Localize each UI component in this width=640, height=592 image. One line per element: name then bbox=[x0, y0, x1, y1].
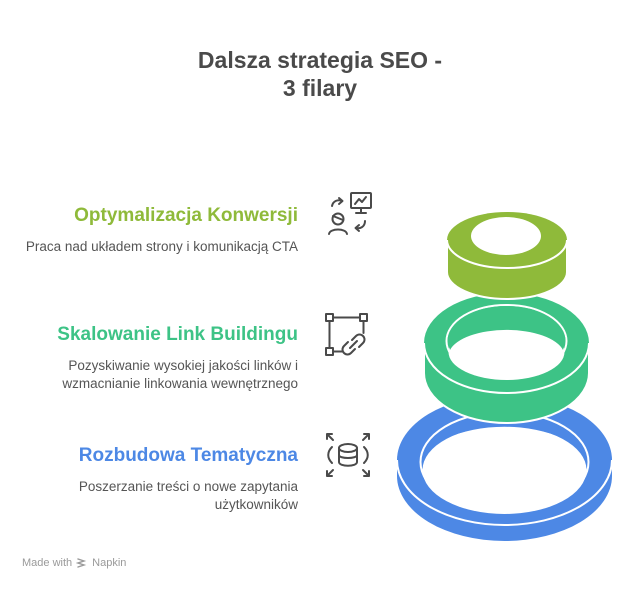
pillar-heading: Optymalizacja Konwersji bbox=[74, 205, 298, 226]
made-with-label: Made with bbox=[22, 557, 73, 569]
napkin-logo-icon bbox=[76, 558, 87, 568]
diagram-title: Dalsza strategia SEO - 3 filary bbox=[0, 46, 640, 102]
pillar-conversion-optimization: Optymalizacja Konwersji Praca nad układe… bbox=[0, 204, 298, 256]
ring-conversion-optimization bbox=[446, 212, 568, 300]
ring-topical-expansion bbox=[396, 395, 613, 541]
link-network-icon bbox=[320, 307, 376, 363]
pillar-description: Poszerzanie treści o nowe zapytania użyt… bbox=[78, 479, 298, 512]
title-line-2: 3 filary bbox=[282, 75, 358, 101]
pillar-heading: Rozbudowa Tematyczna bbox=[78, 445, 298, 466]
database-expand-icon bbox=[320, 427, 376, 483]
pillar-topical-expansion: Rozbudowa Tematyczna Poszerzanie treści … bbox=[0, 444, 298, 514]
pillar-description: Praca nad układem strony i komunikacją C… bbox=[25, 239, 298, 254]
ring-link-building bbox=[423, 293, 590, 424]
footer-attribution: Made with Napkin bbox=[22, 557, 126, 569]
pillar-link-building: Skalowanie Link Buildingu Pozyskiwanie w… bbox=[0, 323, 298, 393]
pillar-description: Pozyskiwanie wysokiej jakości linków i w… bbox=[62, 358, 298, 391]
conversion-optimization-icon bbox=[320, 186, 376, 242]
pillar-heading: Skalowanie Link Buildingu bbox=[57, 324, 298, 345]
napkin-brand-label: Napkin bbox=[92, 557, 127, 569]
title-line-1: Dalsza strategia SEO - bbox=[197, 47, 443, 73]
